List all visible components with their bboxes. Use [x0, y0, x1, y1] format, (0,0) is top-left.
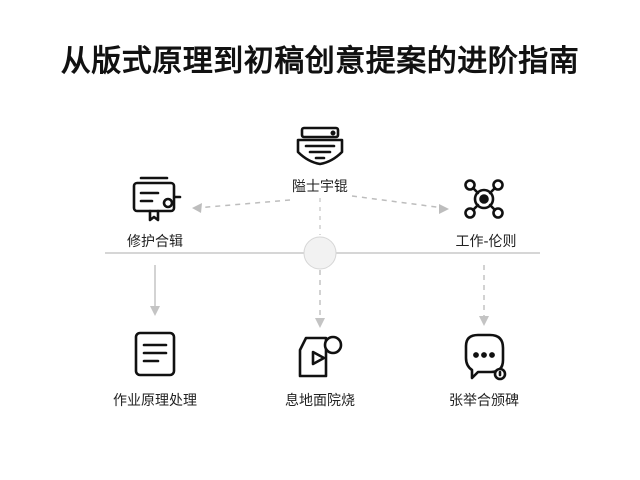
video-folder-icon	[298, 335, 343, 378]
connector-top-right	[351, 195, 445, 209]
arrow-top-right	[439, 204, 449, 214]
node-label-right: 工作-伦则	[455, 234, 517, 250]
arrow-left-down	[150, 306, 160, 316]
arrow-right-down	[479, 316, 489, 326]
certificate-icon	[132, 176, 182, 222]
arrow-center-down	[315, 318, 325, 328]
node-label-left: 修护合辑	[127, 234, 183, 250]
page-title: 从版式原理到初稿创意提案的进阶指南	[60, 44, 580, 79]
node-label-bottom-right: 张举合颁碑	[449, 393, 519, 409]
printer-icon	[296, 126, 344, 166]
arrow-top-left	[192, 203, 202, 213]
node-label-bottom-left: 作业原理处理	[113, 393, 197, 409]
chat-bubble-icon	[464, 333, 507, 381]
document-icon	[134, 331, 176, 377]
connector-top-left	[195, 199, 291, 209]
center-node	[303, 236, 337, 270]
node-label-bottom-center: 息地面院烧	[285, 393, 355, 409]
node-label-top: 隘士宇锟	[292, 179, 348, 195]
network-icon	[464, 179, 504, 219]
